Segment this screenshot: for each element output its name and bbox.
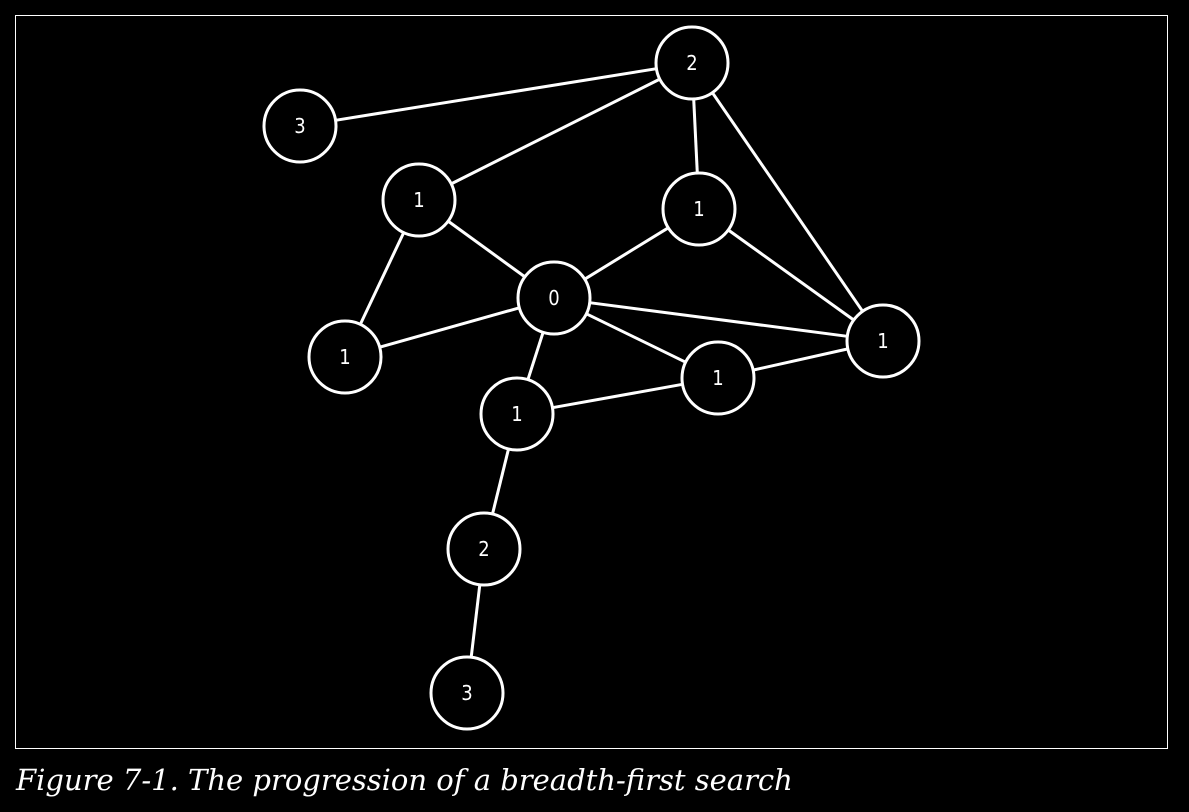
- graph-edge: [585, 312, 687, 364]
- graph-node: 1: [381, 162, 457, 238]
- graph-edge: [358, 231, 406, 326]
- node-label: 1: [339, 345, 350, 369]
- graph-node: 1: [680, 340, 756, 416]
- node-label: 1: [712, 366, 723, 390]
- node-label: 2: [686, 51, 697, 75]
- graph-edge: [447, 219, 526, 279]
- graph-node: 1: [845, 303, 921, 379]
- graph-node: 2: [446, 511, 522, 587]
- node-circle: [446, 511, 522, 587]
- node-label: 2: [478, 537, 489, 561]
- node-circle: [654, 25, 730, 101]
- graph-node: 1: [307, 319, 383, 395]
- node-label: 1: [413, 188, 424, 212]
- node-circle: [661, 171, 737, 247]
- node-circle: [429, 655, 505, 731]
- graph-node: 3: [262, 88, 338, 164]
- graph-edge: [526, 331, 545, 381]
- graph-edge: [589, 301, 848, 338]
- graph-edge: [450, 77, 661, 186]
- node-label: 3: [461, 681, 472, 705]
- graph-nodes: 2 3 1 1 0 1 1 1 1 2 3: [262, 25, 921, 731]
- graph-edge: [552, 382, 683, 410]
- graph-edge: [583, 226, 670, 281]
- graph-edge: [469, 584, 482, 658]
- node-circle: [262, 88, 338, 164]
- node-label: 1: [693, 197, 704, 221]
- graph-node: 1: [479, 376, 555, 452]
- figure-caption: Figure 7-1. The progression of a breadth…: [16, 763, 793, 797]
- node-label: 1: [511, 402, 522, 426]
- node-circle: [845, 303, 921, 379]
- graph-node: 0: [516, 260, 592, 336]
- graph-node: 3: [429, 655, 505, 731]
- node-circle: [680, 340, 756, 416]
- graph-edge: [752, 347, 849, 372]
- graph-edge: [379, 306, 520, 349]
- node-label: 0: [548, 286, 559, 310]
- figure-frame: [15, 15, 1168, 749]
- node-label: 3: [294, 114, 305, 138]
- graph-edge: [335, 67, 657, 122]
- graph-edge: [491, 448, 510, 515]
- graph-edge: [727, 228, 855, 322]
- graph-edges: [335, 67, 864, 658]
- graph-edge: [692, 98, 699, 174]
- graph-edge: [711, 91, 864, 313]
- node-circle: [479, 376, 555, 452]
- graph-node: 1: [661, 171, 737, 247]
- node-circle: [307, 319, 383, 395]
- node-circle: [381, 162, 457, 238]
- node-circle: [516, 260, 592, 336]
- node-label: 1: [877, 329, 888, 353]
- graph-node: 2: [654, 25, 730, 101]
